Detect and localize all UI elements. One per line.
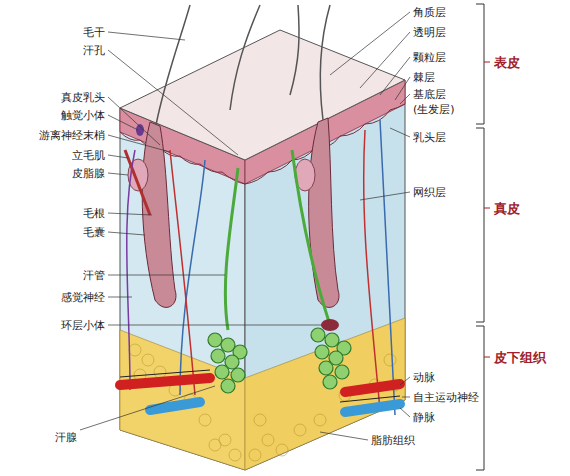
part-label: 毛囊: [83, 226, 105, 239]
part-label: 汗腺: [55, 431, 77, 444]
part-label: 基底层: [413, 88, 446, 101]
group-label: 真皮: [494, 202, 520, 215]
part-label: 颗粒层: [413, 51, 446, 64]
part-label: 乳头层: [413, 131, 446, 144]
part-label: 汗管: [83, 269, 105, 282]
part-label: 毛根: [83, 207, 105, 220]
group-label: 皮下组织: [494, 351, 546, 364]
part-label: 自主运动神经: [413, 391, 479, 404]
part-label: 真皮乳头: [61, 91, 105, 104]
part-label: 透明层: [413, 26, 446, 39]
part-label: 感觉神经: [61, 291, 105, 304]
part-label: 网织层: [413, 186, 446, 199]
part-label: 棘层: [413, 71, 435, 84]
part-label: 脂肪组织: [371, 434, 415, 447]
part-label: 立毛肌: [72, 149, 105, 162]
group-label: 表皮: [494, 56, 520, 69]
part-label: 皮脂腺: [72, 167, 105, 180]
part-label: 动脉: [413, 371, 435, 384]
part-label: 静脉: [413, 411, 435, 424]
part-label: (生发层): [413, 103, 455, 116]
part-label: 游离神经末梢: [39, 129, 105, 142]
part-label: 汗孔: [83, 44, 105, 57]
part-label: 角质层: [413, 6, 446, 19]
part-label: 触觉小体: [61, 109, 105, 122]
part-label: 环层小体: [61, 319, 105, 332]
part-label: 毛干: [83, 26, 105, 39]
